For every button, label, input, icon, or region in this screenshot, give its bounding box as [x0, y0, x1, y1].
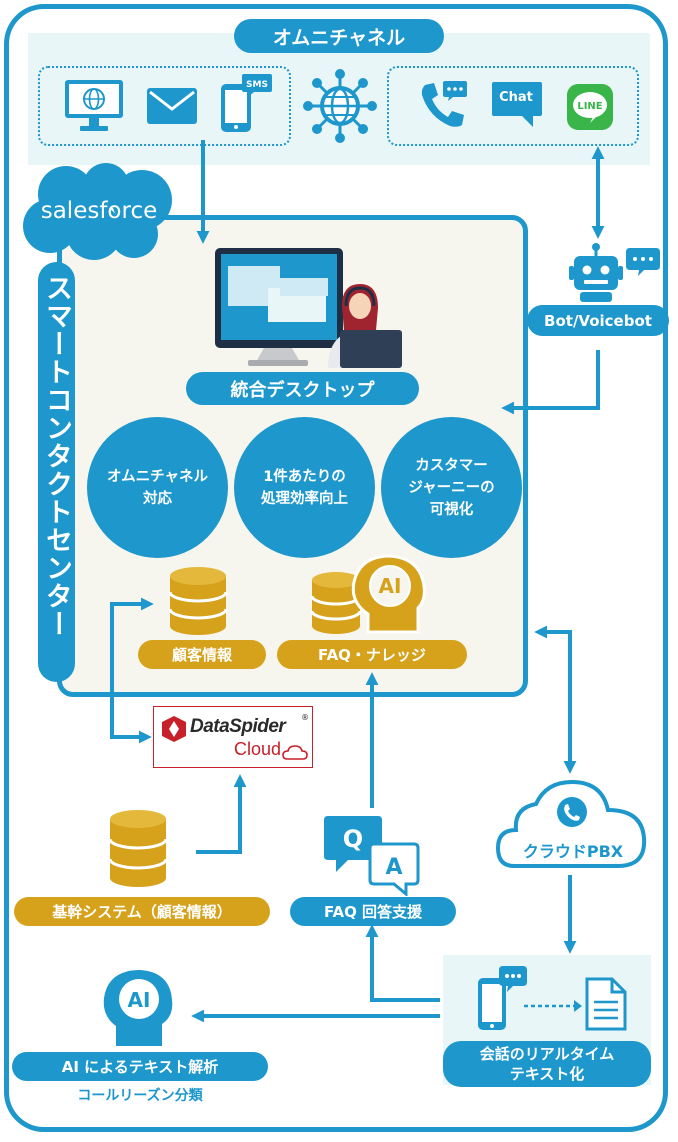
line-label: LINE — [577, 101, 602, 112]
sms-phone-icon: SMS — [221, 74, 272, 132]
outer-frame — [4, 4, 668, 1132]
faq-ai-label: AI — [379, 574, 402, 598]
robot-icon — [569, 243, 660, 302]
dataspider-cloud-text: Cloud — [234, 739, 282, 759]
customer-database-icon — [168, 567, 228, 635]
feature-journey-line-3: 可視化 — [429, 501, 474, 518]
omnichannel-title: オムニチャネル — [234, 19, 444, 53]
feature-omnichannel: オムニチャネル 対応 — [87, 417, 228, 558]
arrow-text-to-faq — [365, 924, 440, 1002]
ai-analysis-label: AI によるテキスト解析 — [12, 1052, 268, 1081]
globe-network-icon — [303, 69, 377, 143]
faq-support-label: FAQ 回答支援 — [290, 897, 456, 926]
call-reason-label: コールリーズン分類 — [77, 1088, 203, 1104]
web-browser-icon — [65, 80, 123, 131]
cloud-pbx-label: クラウドPBX — [522, 842, 624, 861]
salesforce-logo: salesforce — [23, 163, 172, 260]
faq-knowledge-label: FAQ・ナレッジ — [277, 640, 467, 669]
core-system-database-icon — [108, 810, 168, 887]
agent-monitor-icon — [215, 248, 402, 368]
dataspider-cloud-logo: DataSpider ® Cloud — [153, 706, 313, 768]
feature-efficiency: 1件あたりの 処理効率向上 — [234, 417, 375, 558]
ai-label: AI — [128, 988, 151, 1012]
qa-q-letter: Q — [343, 825, 363, 853]
dataspider-name: DataSpider — [190, 716, 286, 737]
smart-contact-center-label: スマートコンタクトセンター — [38, 262, 75, 682]
feature-omnichannel-line-1: オムニチャネル — [107, 468, 208, 485]
dataspider-reg: ® — [301, 713, 309, 722]
speech-phone-icon — [478, 966, 527, 1030]
realtime-text-line-1: 会話のリアルタイム — [479, 1045, 615, 1063]
dataspider-cloud-icon — [282, 745, 308, 760]
channel-group-right — [387, 66, 639, 146]
qa-icon: Q A — [324, 816, 420, 896]
realtime-text-line-2: テキスト化 — [509, 1065, 585, 1083]
cloud-pbx-icon — [495, 779, 647, 868]
core-system-label: 基幹システム（顧客情報） — [14, 897, 270, 926]
feature-efficiency-line-2: 処理効率向上 — [261, 490, 348, 507]
channel-group-left — [38, 66, 291, 146]
feature-omnichannel-line-2: 対応 — [143, 490, 172, 507]
line-app-icon: LINE — [567, 84, 613, 130]
salesforce-text: salesforce — [41, 198, 158, 224]
arrow-core-dataspider — [196, 774, 247, 854]
faq-ai-database-icon: AI — [310, 554, 426, 634]
chat-icon: Chat — [492, 82, 542, 127]
customer-info-label: 顧客情報 — [138, 640, 266, 669]
phone-call-icon — [421, 81, 467, 127]
arrow-customer-dataspider — [110, 597, 154, 744]
ai-brain-icon: AI — [103, 970, 173, 1046]
dataspider-mark-icon — [162, 716, 186, 742]
feature-journey: カスタマー ジャーニーの 可視化 — [381, 417, 522, 558]
feature-efficiency-line-1: 1件あたりの — [263, 468, 346, 485]
realtime-text-label: 会話のリアルタイム テキスト化 — [443, 1041, 651, 1087]
chat-label: Chat — [499, 90, 533, 105]
arrow-panel-pbx — [534, 625, 577, 774]
bot-voicebot-label: Bot/Voicebot — [527, 305, 669, 336]
feature-journey-line-1: カスタマー — [415, 457, 488, 474]
sms-badge: SMS — [246, 80, 268, 90]
desktop-label: 統合デスクトップ — [186, 372, 419, 405]
document-icon — [585, 977, 627, 1031]
arrow-bot-to-panel — [501, 350, 600, 415]
feature-journey-line-2: ジャーニーの — [408, 479, 495, 496]
email-icon — [147, 88, 197, 124]
qa-a-letter: A — [385, 855, 402, 880]
